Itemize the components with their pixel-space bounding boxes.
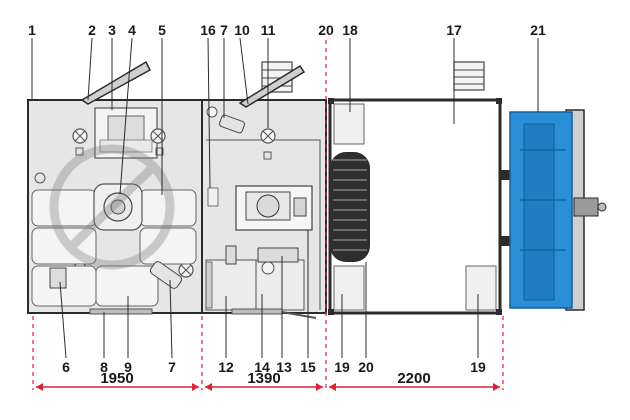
- light-x-icon: [72, 128, 88, 144]
- light-x-icon: [178, 262, 194, 278]
- dimension-guides: [32, 40, 504, 390]
- light-x-icon: [260, 128, 276, 144]
- callouts-bottom: 6 8 9 7 12 14 13 15 19 20 19: [62, 359, 486, 375]
- callout-4: 4: [128, 22, 136, 38]
- callout-2: 2: [88, 22, 96, 38]
- dimension-1950: 1950: [100, 370, 133, 387]
- compartment-2: [201, 61, 327, 319]
- callout-7-top: 7: [220, 22, 228, 38]
- dimension-line-1: 1950: [36, 370, 199, 391]
- callout-20-top: 20: [318, 22, 334, 38]
- watermark-logo-icon: [49, 144, 175, 270]
- callout-13: 13: [276, 359, 292, 375]
- dimension-line-3: 2200: [329, 370, 500, 391]
- callout-3: 3: [108, 22, 116, 38]
- callout-14: 14: [254, 359, 270, 375]
- callout-7-bottom: 7: [168, 359, 176, 375]
- callout-5: 5: [158, 22, 166, 38]
- leader-lines: [31, 37, 539, 359]
- callout-15: 15: [300, 359, 316, 375]
- compartment-1: [27, 60, 203, 315]
- dimension-1390: 1390: [247, 370, 280, 387]
- compartment-3: [328, 61, 502, 315]
- callout-19-b: 19: [470, 359, 486, 375]
- callout-21: 21: [530, 22, 546, 38]
- crane-icon: [500, 109, 607, 311]
- hatch-door: [80, 60, 151, 105]
- callout-12: 12: [218, 359, 234, 375]
- callout-11: 11: [261, 22, 276, 38]
- callout-6: 6: [62, 359, 70, 375]
- dimension-line-2: 1390: [205, 370, 323, 391]
- callout-9: 9: [124, 359, 132, 375]
- callouts-top: 1 2 3 4 5 16 7 10 11 20 18 17 21: [28, 22, 546, 38]
- dimension-2200: 2200: [397, 370, 430, 387]
- callout-19-a: 19: [334, 359, 350, 375]
- access-ladder: [453, 61, 485, 91]
- callout-10: 10: [234, 22, 250, 38]
- callout-16: 16: [200, 22, 216, 38]
- callout-20-bottom: 20: [358, 359, 374, 375]
- callout-18: 18: [342, 22, 358, 38]
- light-x-icon: [150, 128, 166, 144]
- spare-wheel-icon: [330, 152, 370, 262]
- callout-1: 1: [28, 22, 36, 38]
- callout-8: 8: [100, 359, 108, 375]
- callout-17: 17: [446, 22, 462, 38]
